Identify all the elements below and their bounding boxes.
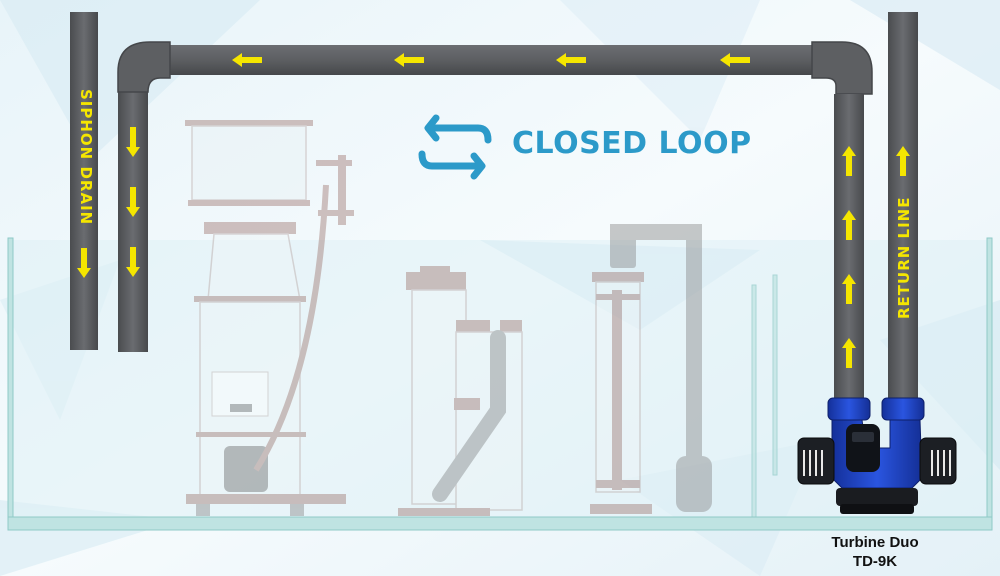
turbine-duo-pump	[797, 397, 957, 514]
flow-arrow-icon	[842, 146, 856, 176]
flow-arrow-icon	[896, 146, 910, 176]
flow-arrows	[77, 53, 910, 368]
return-line-label: RETURN LINE	[895, 196, 913, 319]
flow-arrow-icon	[77, 248, 91, 278]
left-elbow	[117, 41, 171, 93]
product-name: Turbine Duo	[831, 534, 919, 551]
flow-arrow-icon	[842, 210, 856, 240]
loop-arrows-icon	[418, 114, 492, 180]
closed-loop-title: CLOSED LOOP	[512, 126, 752, 161]
float-sensor	[590, 224, 712, 514]
siphon-drain-pipe	[70, 12, 98, 350]
drain-riser-pipe	[118, 84, 148, 352]
product-model: TD-9K	[852, 553, 898, 570]
protein-skimmer	[185, 120, 354, 516]
media-reactor	[398, 266, 523, 516]
flow-arrow-icon	[842, 338, 856, 368]
flow-arrow-icon	[842, 274, 856, 304]
flow-arrow-icon	[556, 53, 586, 67]
flow-arrow-icon	[720, 53, 750, 67]
tank-glass	[7, 237, 993, 531]
flow-arrow-icon	[232, 53, 262, 67]
flow-arrow-icon	[126, 247, 140, 277]
return-line-pipe	[888, 12, 918, 404]
flow-arrow-icon	[394, 53, 424, 67]
closed-loop-piping	[70, 12, 918, 404]
flow-arrow-icon	[126, 127, 140, 157]
flow-arrow-icon	[126, 187, 140, 217]
siphon-drain-label: SIPHON DRAIN	[77, 89, 95, 226]
